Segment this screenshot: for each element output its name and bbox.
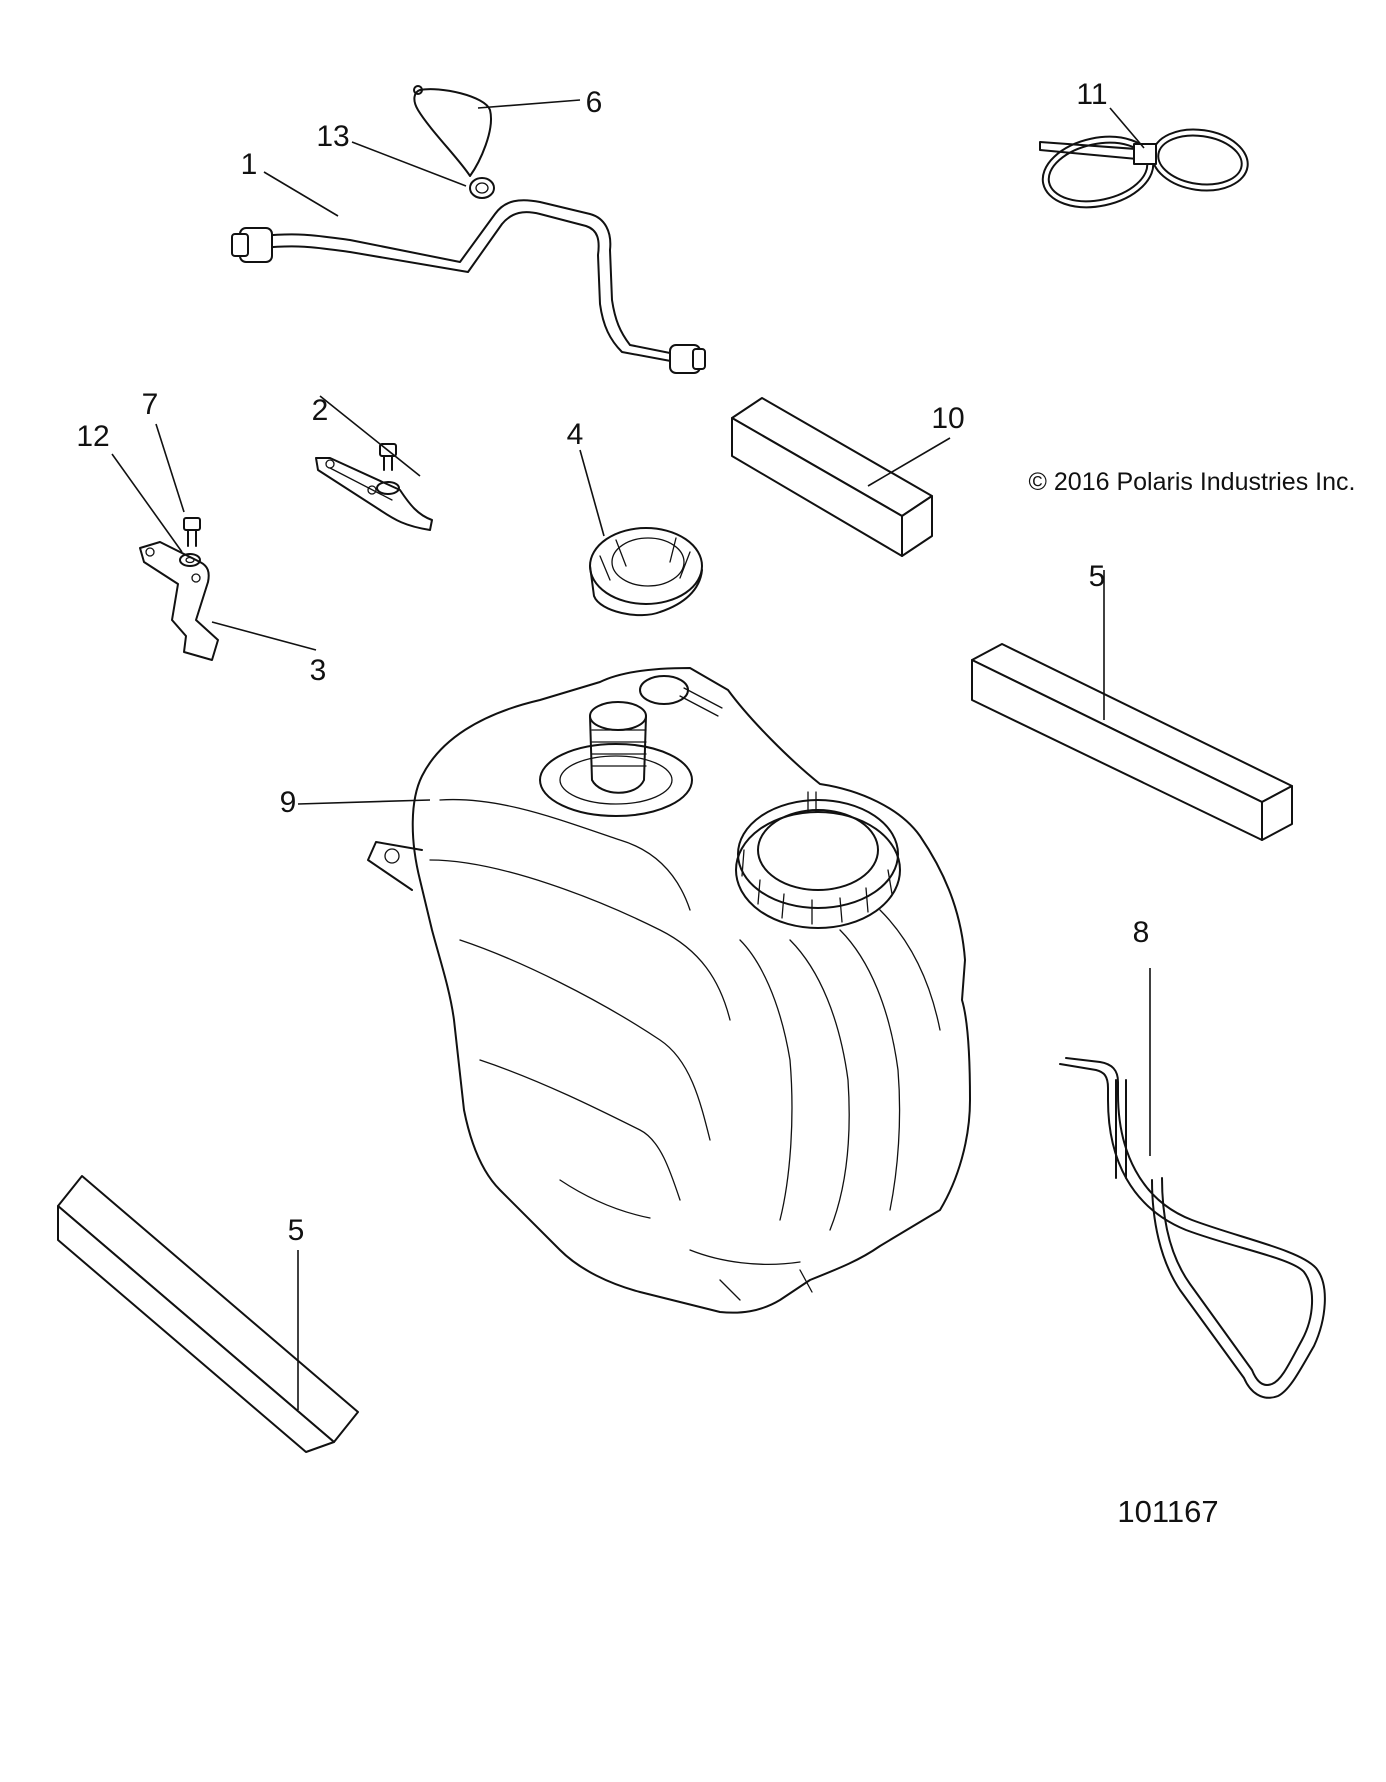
callout-10: 10 bbox=[931, 402, 964, 435]
callout-5-right: 5 bbox=[1089, 560, 1106, 593]
foam-block-10-part bbox=[731, 397, 933, 557]
bolt-7-part bbox=[183, 517, 201, 547]
foam-block-5-right-part bbox=[971, 643, 1293, 841]
copyright-notice: © 2016 Polaris Industries Inc. bbox=[1029, 468, 1356, 496]
fuel-tank-part bbox=[367, 667, 971, 1314]
bracket-2-part bbox=[315, 457, 433, 531]
figure-number: 101167 bbox=[1117, 1494, 1218, 1529]
callout-4: 4 bbox=[567, 418, 584, 451]
leader-lines bbox=[111, 99, 1151, 1410]
callout-7: 7 bbox=[142, 388, 159, 421]
vent-hose-part bbox=[231, 199, 706, 374]
callout-5-left: 5 bbox=[288, 1214, 305, 1247]
cable-tie-part bbox=[1039, 128, 1249, 209]
bracket-3-part bbox=[139, 541, 219, 661]
callout-13: 13 bbox=[316, 120, 349, 153]
hose-clamp-part bbox=[413, 85, 492, 177]
callout-12: 12 bbox=[76, 420, 109, 453]
fuel-cap-part bbox=[589, 527, 703, 617]
callout-11: 11 bbox=[1076, 78, 1107, 111]
callout-6: 6 bbox=[586, 86, 603, 119]
grommet-part bbox=[469, 177, 495, 199]
callout-1: 1 bbox=[241, 148, 258, 181]
callout-2: 2 bbox=[312, 394, 329, 427]
callout-8: 8 bbox=[1133, 916, 1150, 949]
callout-3: 3 bbox=[310, 654, 327, 687]
bolt-part bbox=[376, 443, 400, 495]
foam-block-5-left-part bbox=[57, 1175, 359, 1453]
callout-9: 9 bbox=[280, 786, 297, 819]
drain-hose-part bbox=[1059, 1057, 1326, 1399]
